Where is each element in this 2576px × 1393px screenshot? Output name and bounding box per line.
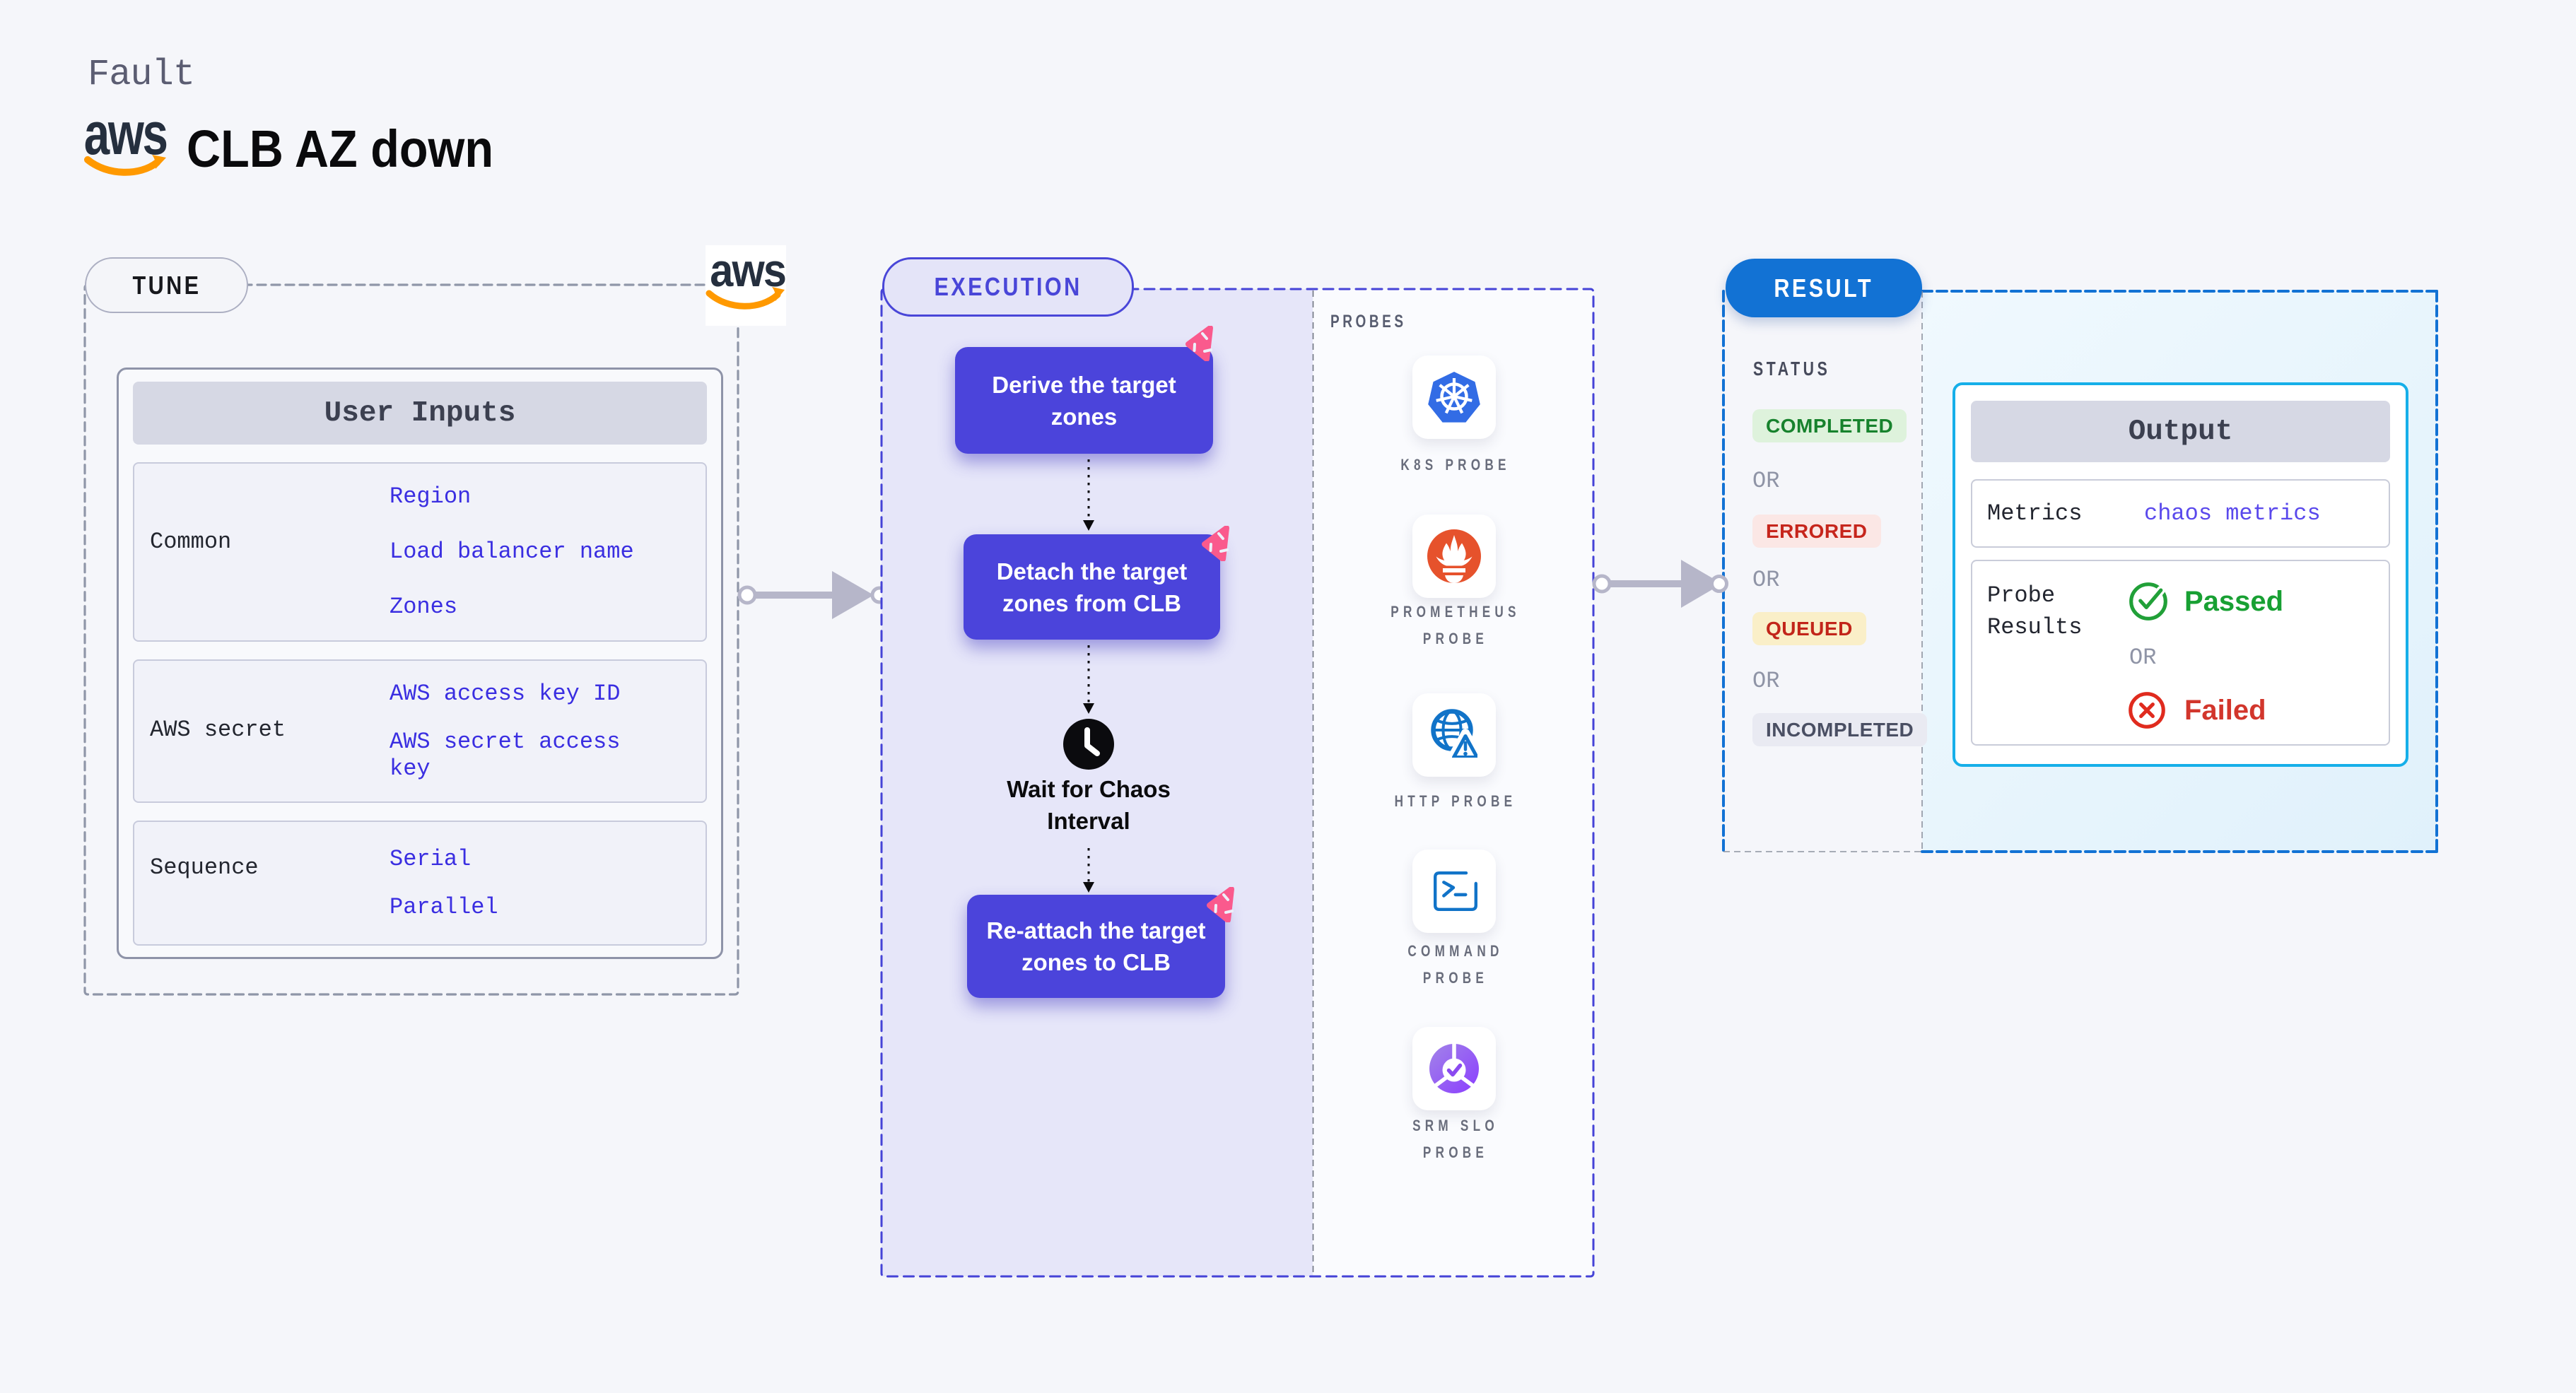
svg-text:aws: aws xyxy=(84,120,167,167)
